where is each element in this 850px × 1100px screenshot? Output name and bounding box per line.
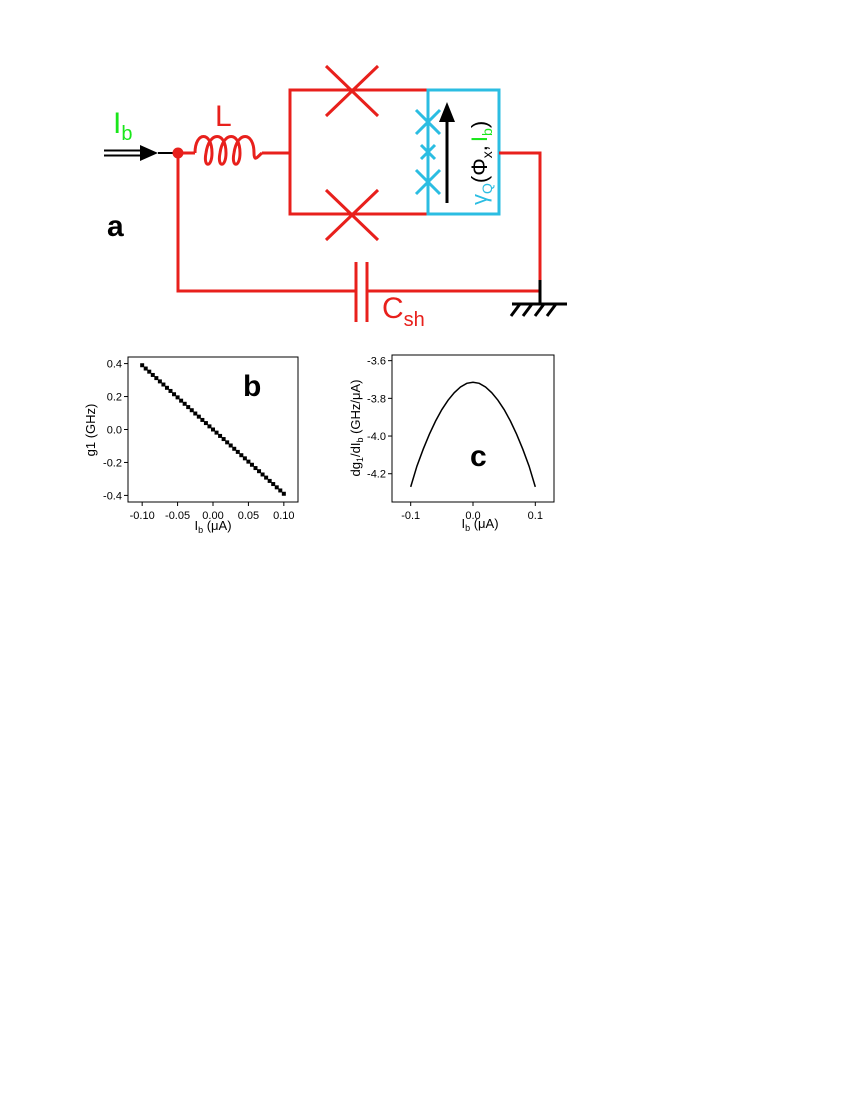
circuit-diagram: a Ib L	[104, 64, 567, 331]
data-point	[239, 453, 244, 458]
data-point	[182, 401, 187, 406]
data-point	[232, 446, 237, 451]
wire	[499, 151, 542, 290]
panel-label-a: a	[107, 210, 124, 243]
data-point	[249, 462, 254, 467]
data-point	[228, 443, 233, 448]
y-ticks: -3.6 -3.8 -4.0 -4.2	[367, 356, 392, 481]
data-point	[147, 369, 152, 374]
y-tick-label: -4.2	[367, 469, 386, 481]
data-point	[189, 408, 194, 413]
data-point	[242, 456, 247, 461]
data-point	[214, 430, 219, 435]
data-point	[140, 363, 145, 368]
panel-label-c: c	[470, 440, 487, 473]
qubit-phase-label: γQ(Φx,Ib)	[467, 121, 495, 205]
x-axis-label: Ib (μA)	[461, 516, 498, 533]
x-tick-label: 0.1	[528, 510, 543, 522]
data-point	[264, 475, 269, 480]
josephson-junction-top	[324, 64, 380, 118]
data-point	[253, 466, 258, 471]
data-point	[196, 414, 201, 419]
chart-b: -0.10 -0.05 0.00 0.05 0.10 0.4 0.2 0.0 -0.2 -0.4…	[83, 356, 299, 535]
wire	[176, 158, 356, 293]
data-point	[221, 437, 226, 442]
x-tick-label: -0.10	[130, 510, 155, 522]
data-point	[161, 382, 166, 387]
data-series-line	[409, 381, 537, 488]
y-tick-label: -3.6	[367, 356, 386, 368]
x-ticks: -0.10 -0.05 0.00 0.05 0.10	[130, 502, 295, 522]
x-tick-label: 0.05	[238, 510, 259, 522]
y-axis-label: g1 (GHz)	[83, 404, 98, 457]
data-point	[179, 398, 184, 403]
data-point	[218, 433, 223, 438]
x-tick-label: -0.05	[165, 510, 190, 522]
data-point	[281, 491, 286, 496]
data-point	[235, 449, 240, 454]
panel-label-b: b	[243, 370, 261, 403]
data-point	[203, 421, 208, 426]
data-point	[200, 417, 205, 422]
y-axis-label: dg1/dIb (GHz/μA)	[348, 379, 365, 476]
ground-icon	[509, 280, 567, 317]
data-point	[211, 427, 215, 432]
chart-c: -0.1 0.0 0.1 -3.6 -3.8 -4.0 -4.2 c Ib (μA) dg…	[348, 354, 555, 533]
data-point	[168, 388, 173, 393]
data-point	[143, 366, 148, 371]
y-tick-label: -3.8	[367, 393, 386, 405]
data-point	[260, 472, 265, 477]
data-point	[274, 485, 279, 490]
data-point	[257, 469, 262, 474]
data-point	[186, 405, 191, 410]
y-tick-label: 0.0	[107, 425, 122, 437]
data-point	[164, 385, 169, 390]
data-point	[246, 459, 251, 464]
plot-frame	[391, 354, 555, 503]
y-tick-label: -0.2	[103, 457, 122, 469]
x-ticks: -0.1 0.0 0.1	[401, 502, 543, 522]
data-point	[267, 478, 272, 483]
bias-current-label: Ib	[113, 107, 132, 145]
data-point	[193, 411, 198, 416]
data-series	[140, 363, 286, 496]
squid-loop	[288, 88, 428, 216]
y-tick-label: -0.4	[103, 490, 122, 502]
qubit-junctions	[414, 108, 442, 196]
x-tick-label: 0.0	[465, 510, 480, 522]
data-point	[175, 395, 180, 400]
data-point	[157, 379, 162, 384]
data-point	[207, 424, 212, 429]
x-tick-label: 0.00	[202, 510, 223, 522]
y-tick-label: 0.2	[107, 392, 122, 404]
bias-current-arrow	[104, 145, 178, 161]
shunt-capacitor	[354, 262, 369, 322]
inductor	[193, 135, 263, 166]
josephson-junction-bottom	[324, 188, 380, 242]
data-point	[172, 392, 177, 397]
x-tick-label: 0.10	[273, 510, 294, 522]
data-point	[271, 482, 276, 487]
inductor-label: L	[215, 100, 232, 133]
data-point	[154, 376, 159, 381]
phase-arrow	[439, 102, 455, 203]
data-point	[150, 372, 155, 377]
data-point	[278, 488, 283, 493]
x-axis-label: Ib (μA)	[194, 518, 231, 535]
x-tick-label: -0.1	[401, 510, 420, 522]
y-tick-label: 0.4	[107, 359, 122, 371]
capacitor-label: Csh	[382, 292, 425, 331]
data-point	[225, 440, 230, 445]
circuit-node	[172, 147, 184, 159]
y-tick-label: -4.0	[367, 431, 386, 443]
y-ticks: 0.4 0.2 0.0 -0.2 -0.4	[103, 359, 128, 502]
